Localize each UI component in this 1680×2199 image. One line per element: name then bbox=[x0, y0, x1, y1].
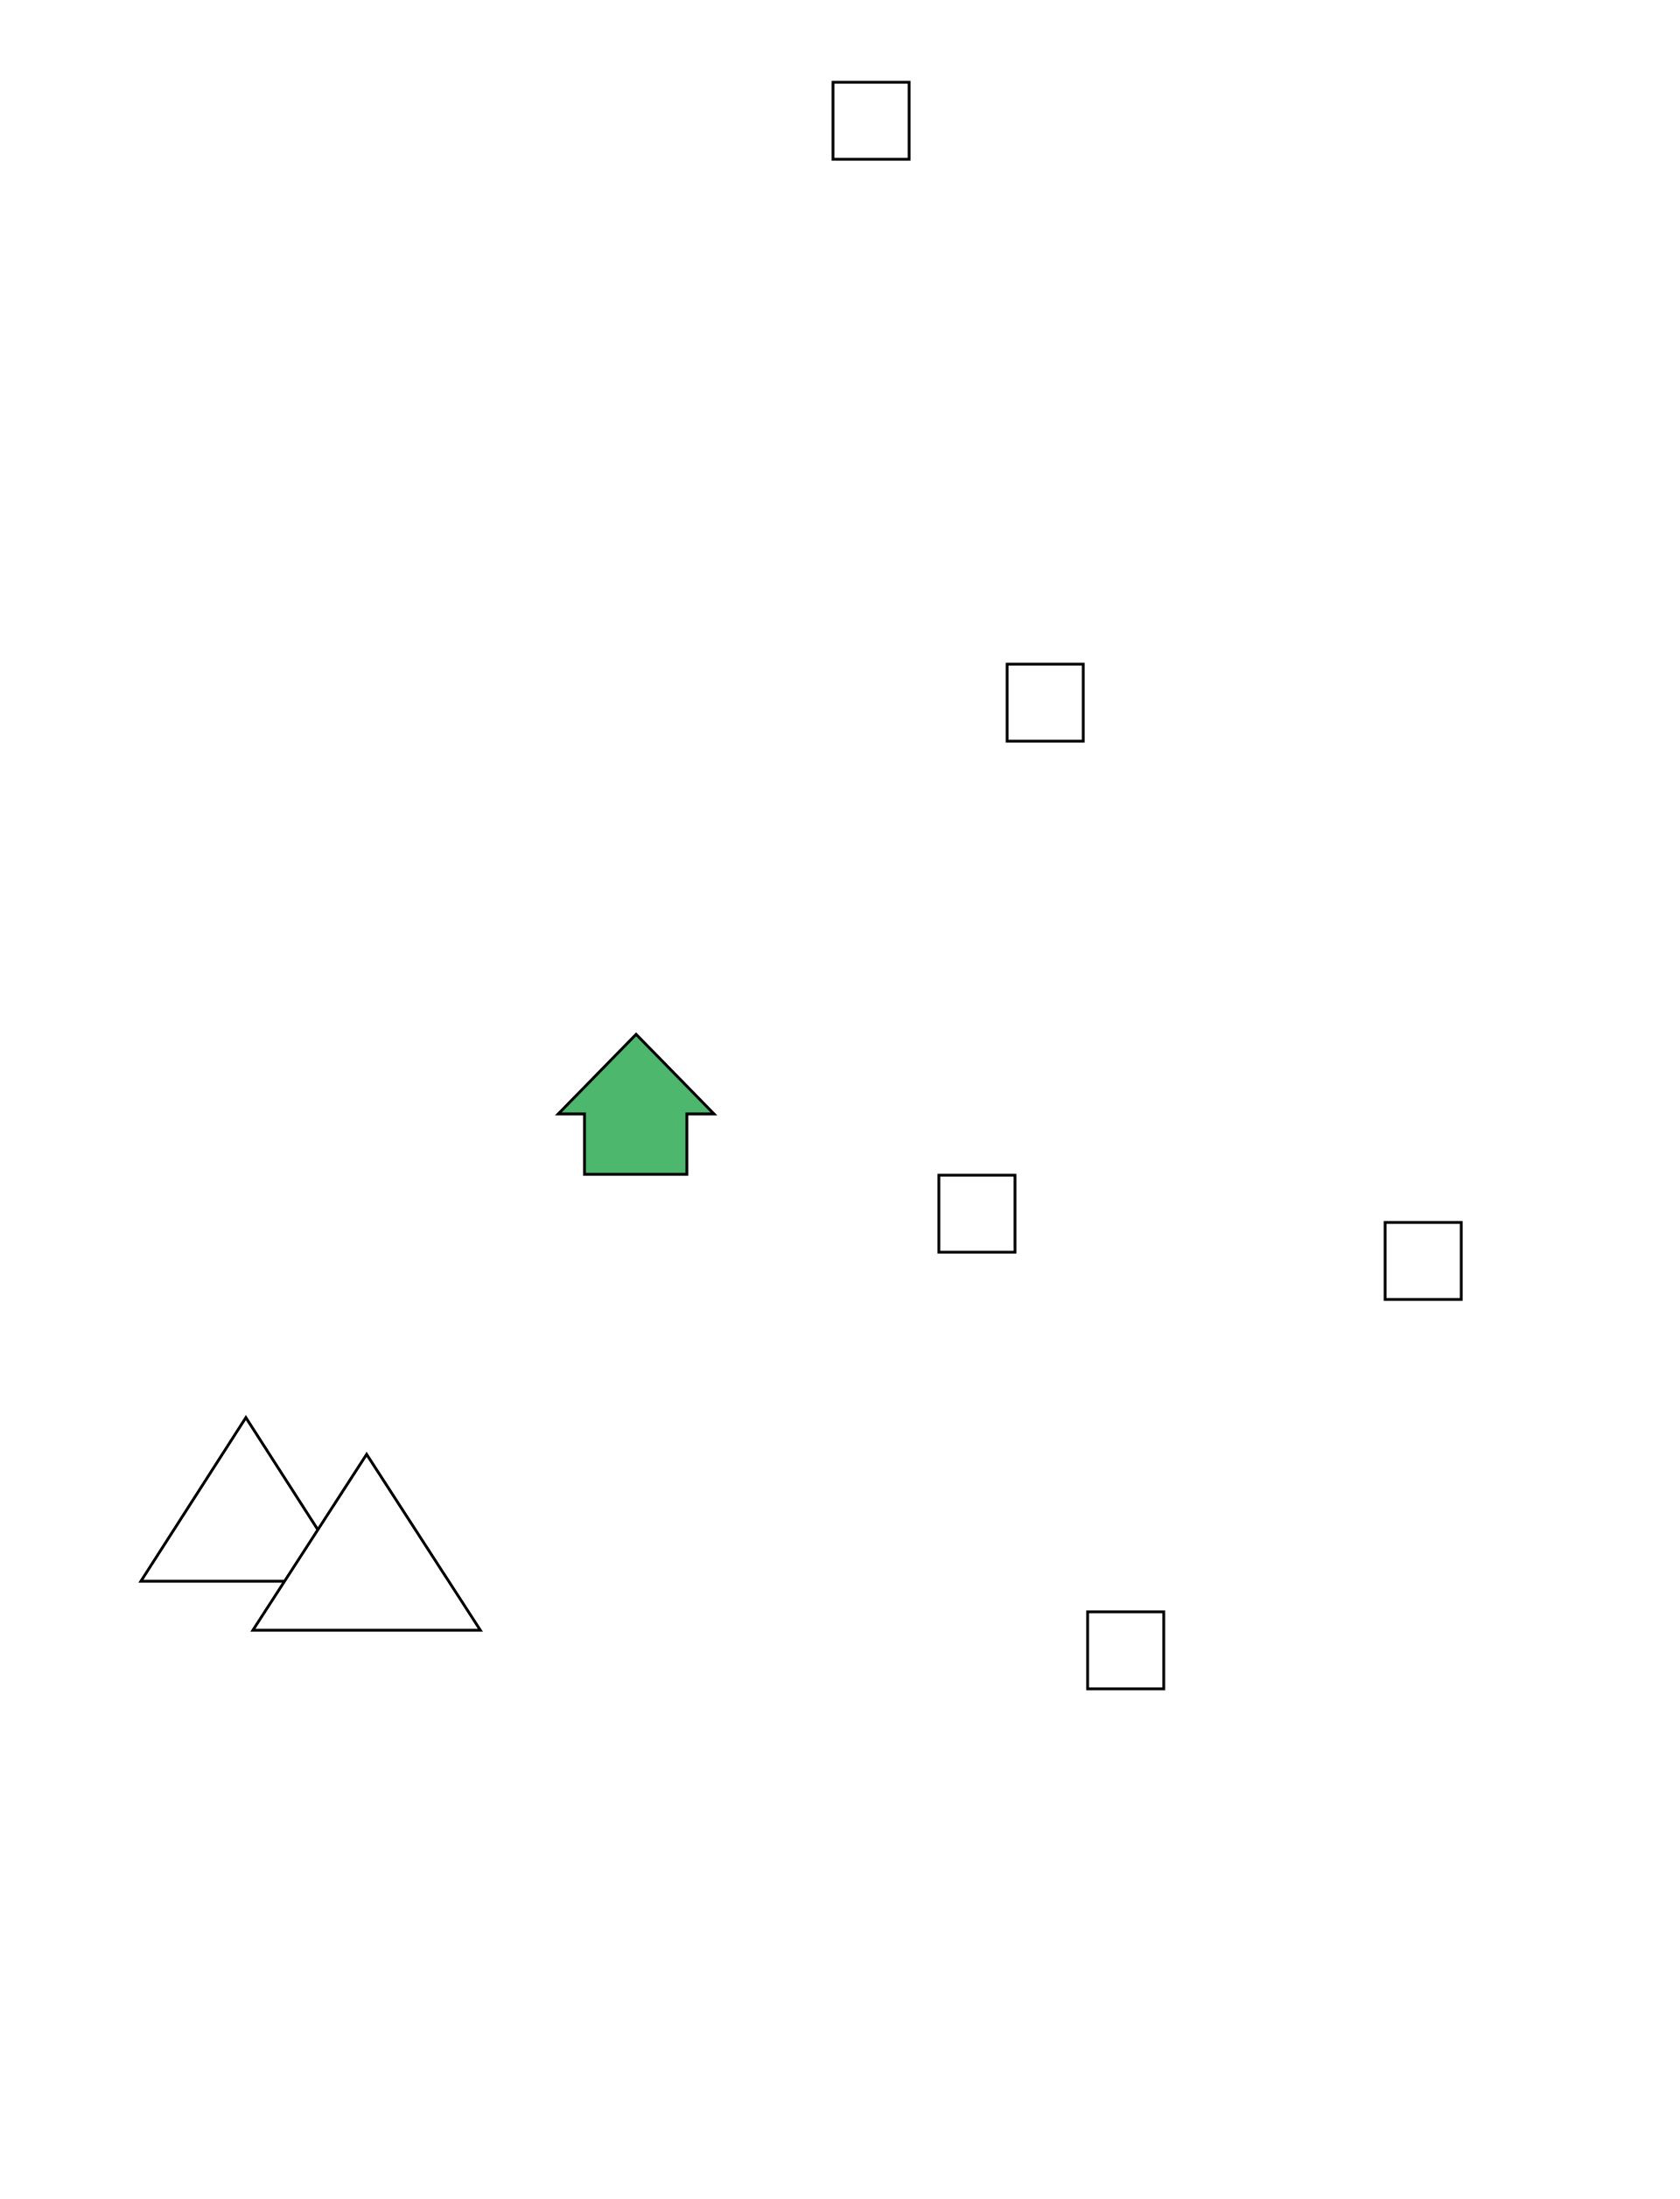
triangle-back bbox=[138, 1415, 354, 1583]
square-top bbox=[831, 81, 911, 161]
square-lower bbox=[1086, 1610, 1166, 1691]
square-middle bbox=[937, 1173, 1017, 1254]
up-arrow bbox=[555, 1032, 718, 1176]
square-upper-right bbox=[1005, 662, 1085, 743]
square-far-right bbox=[1383, 1221, 1463, 1301]
triangle-front bbox=[250, 1452, 483, 1632]
